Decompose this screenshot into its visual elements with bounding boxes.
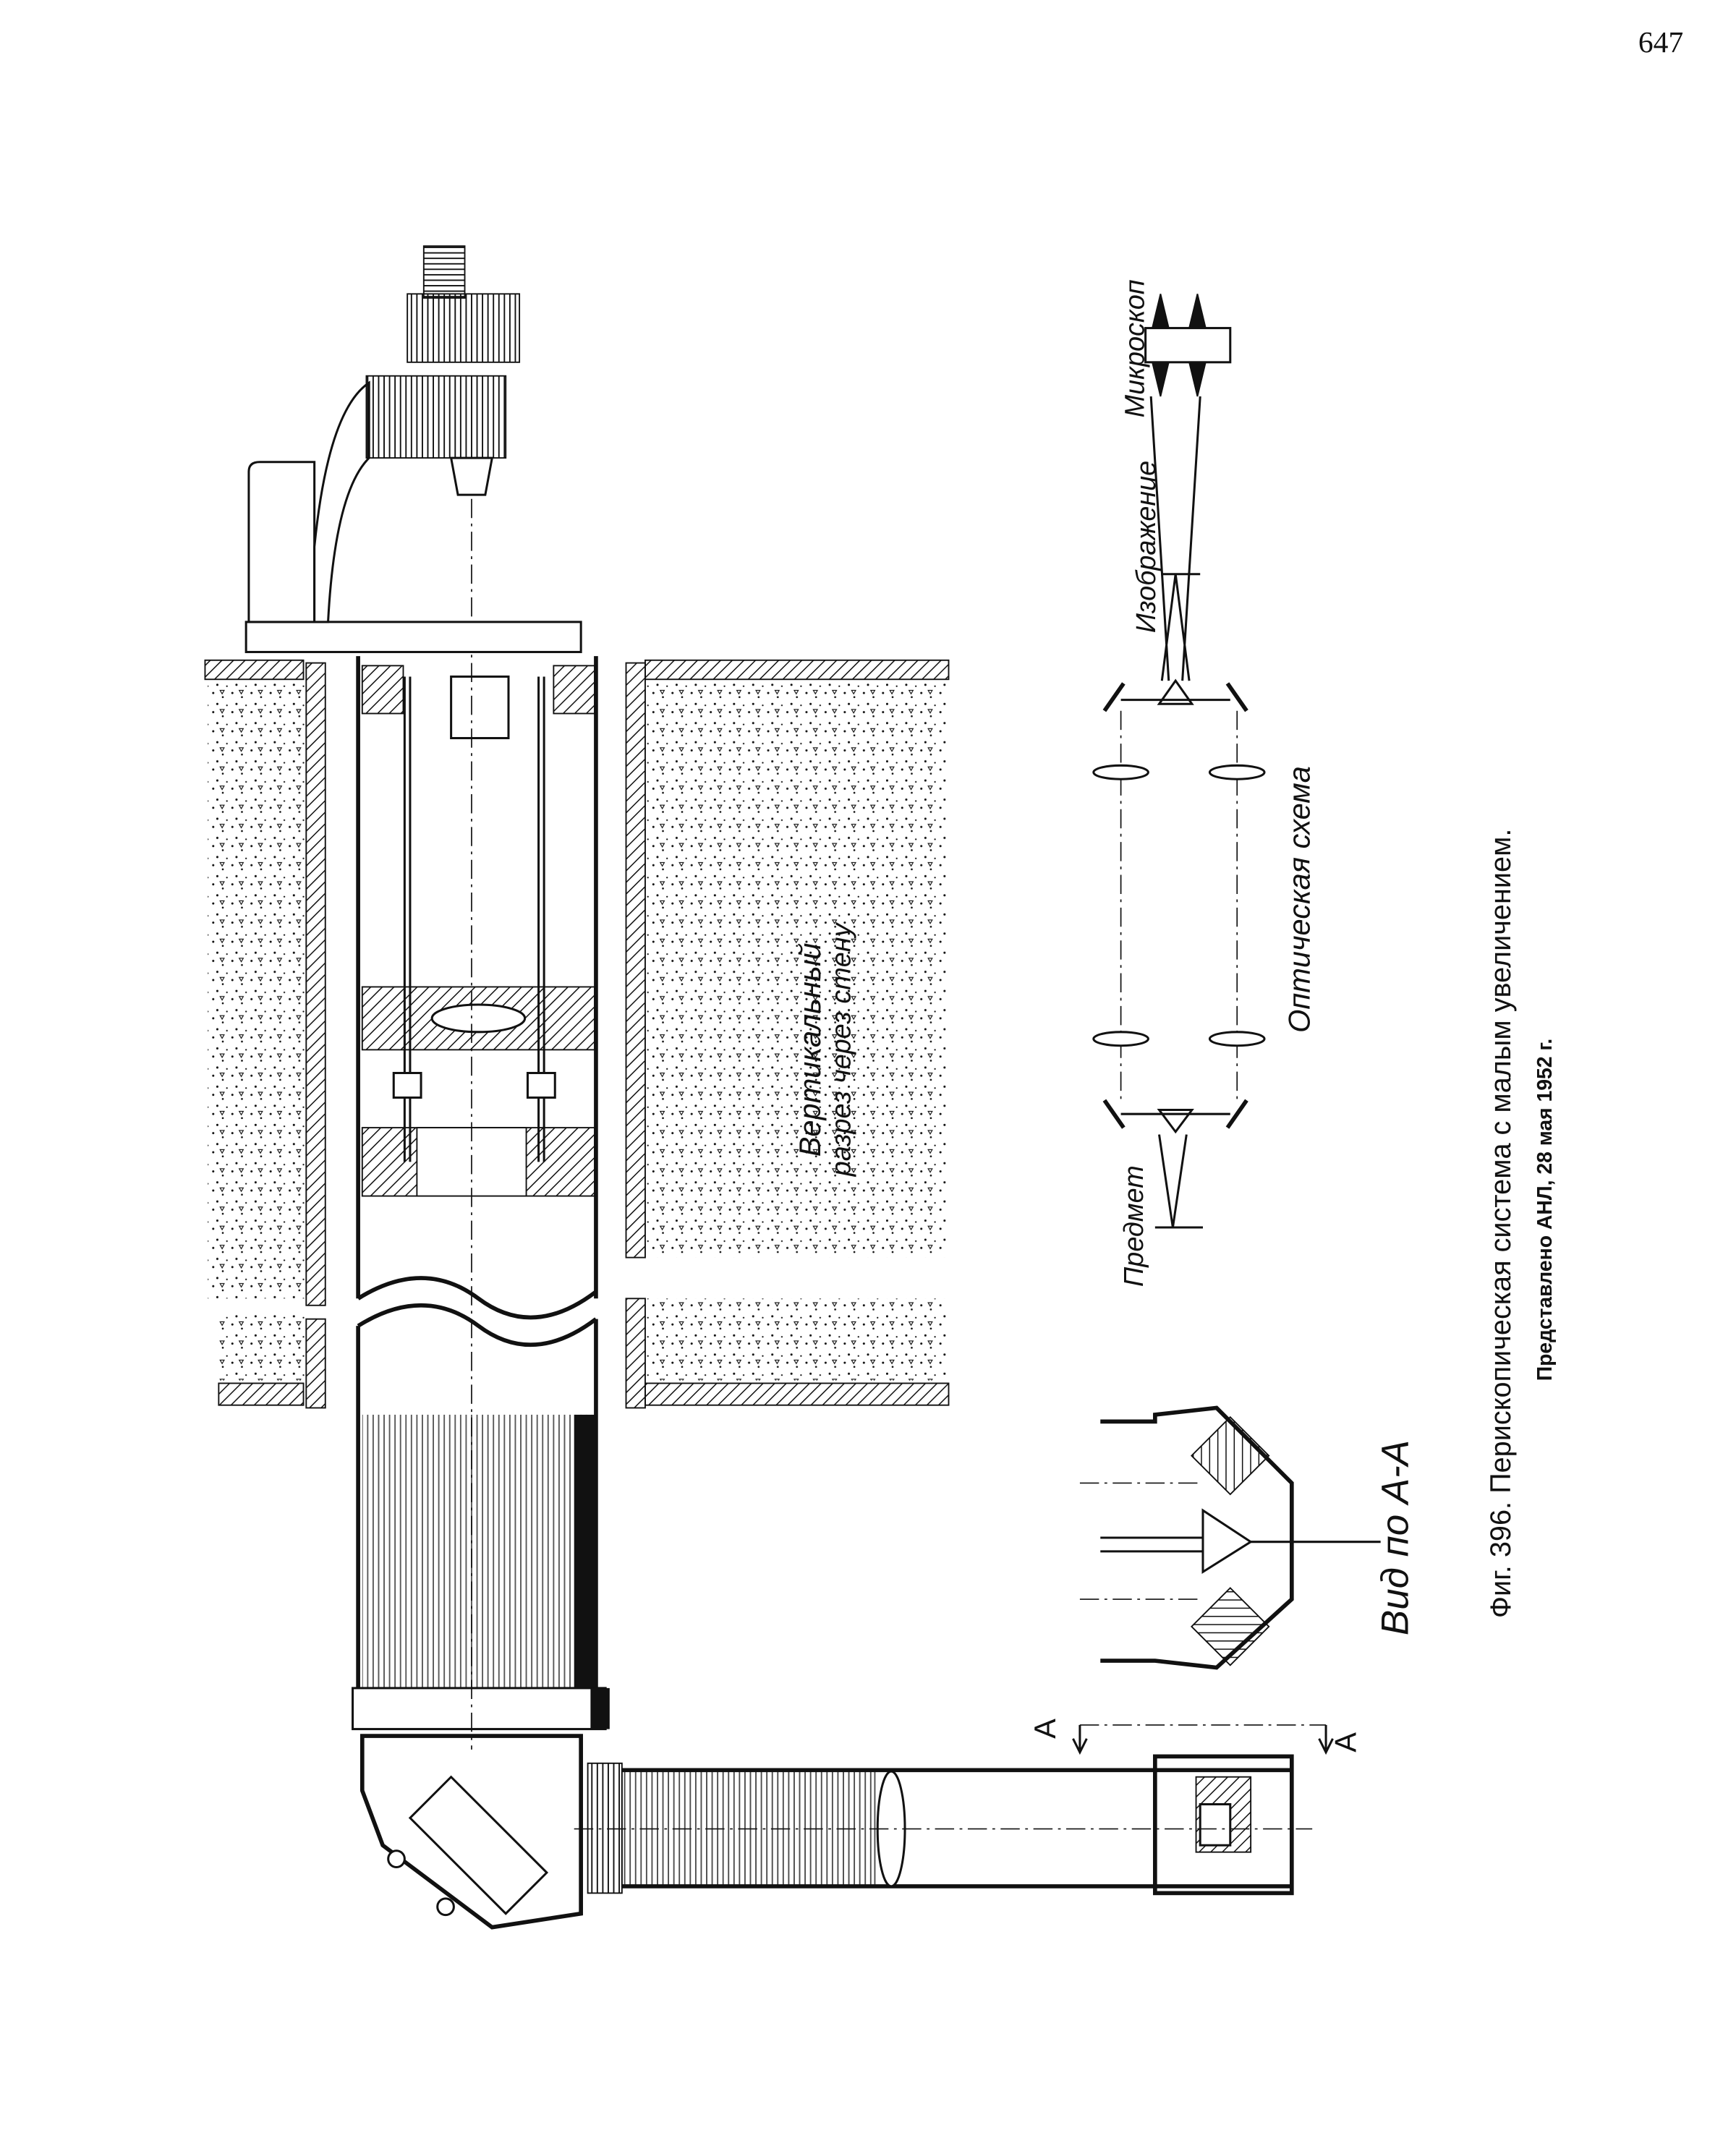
view-aa-drawing bbox=[1079, 1405, 1381, 1670]
outer-sleeve bbox=[305, 662, 646, 1409]
scheme-lens bbox=[1208, 764, 1266, 780]
wall-concrete bbox=[208, 683, 946, 1381]
label-object: Предмет bbox=[1119, 1165, 1149, 1287]
scheme-lens bbox=[1092, 764, 1149, 780]
wall-surface-hatch bbox=[204, 659, 950, 1406]
scheme-prism bbox=[1157, 678, 1194, 705]
inner-tube bbox=[352, 656, 610, 1731]
elbow-prism-housing bbox=[359, 1734, 583, 1930]
label-optical-scheme: Оптическая схема bbox=[1282, 766, 1316, 1033]
figure-caption: Фиг. 396. Перископическая система с малы… bbox=[1485, 829, 1517, 1619]
label-microscope: Микроскоп bbox=[1120, 279, 1151, 417]
scheme-prism bbox=[1157, 1109, 1194, 1134]
label-image: Изображение bbox=[1131, 461, 1162, 633]
microscope-eyepieces bbox=[1144, 294, 1232, 397]
lens bbox=[430, 1003, 527, 1034]
rods-and-lens-mount bbox=[361, 665, 595, 1197]
label-wall-section-2: разрез через стену bbox=[826, 921, 856, 1177]
scheme-lens bbox=[1208, 1031, 1266, 1047]
figure-credit: Представлено АНЛ, 28 мая 1952 г. bbox=[1533, 1039, 1557, 1381]
section-mark-right: А bbox=[1329, 1732, 1363, 1753]
microscope-stand bbox=[244, 245, 582, 653]
scheme-mirror bbox=[1102, 1099, 1126, 1129]
scheme-mirror bbox=[1225, 1099, 1248, 1129]
page-number: 647 bbox=[1638, 25, 1683, 59]
horizontal-tube bbox=[574, 1724, 1334, 1896]
scheme-mirror bbox=[1102, 682, 1126, 712]
optical-scheme-diagram bbox=[1092, 294, 1266, 1229]
scheme-mirror bbox=[1225, 682, 1248, 712]
label-view-aa: Вид по А-А bbox=[1374, 1440, 1416, 1635]
scheme-lens bbox=[1092, 1031, 1149, 1047]
label-wall-section-1: Вертикальный bbox=[793, 942, 827, 1157]
section-mark-left: А bbox=[1028, 1719, 1062, 1739]
